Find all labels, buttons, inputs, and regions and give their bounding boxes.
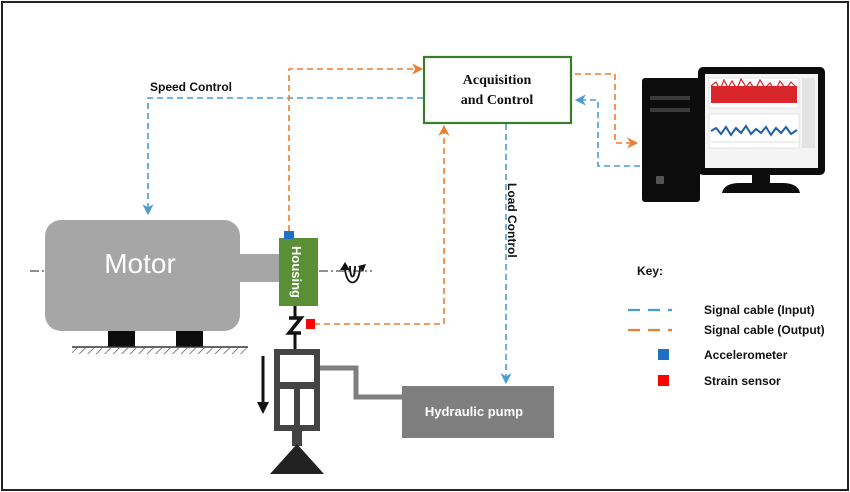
accelerometer-sensor (284, 231, 294, 239)
hydraulic-pipe (320, 365, 402, 400)
legend-label-accelerometer: Accelerometer (704, 348, 788, 362)
acquisition-label-line1: Acquisition (463, 73, 532, 88)
input-cables (142, 94, 640, 385)
computer-to-control-cable (574, 94, 640, 167)
strain-sensor-cable (314, 124, 450, 325)
output-cables (288, 63, 639, 325)
legend-label-input: Signal cable (Input) (704, 303, 815, 317)
legend-label-output: Signal cable (Output) (704, 323, 825, 337)
legend: Key: Signal cable (Input) Signal cable (… (628, 264, 825, 388)
legend-item-accelerometer: Accelerometer (658, 348, 788, 362)
legend-item-output: Signal cable (Output) (628, 323, 825, 337)
control-to-computer-cable (575, 73, 639, 149)
red-square-icon (658, 375, 669, 386)
ground-hatch-icon (72, 346, 248, 354)
strain-sensor (306, 319, 315, 329)
down-arrow-icon (257, 356, 269, 414)
rotation-arrow-icon (340, 262, 366, 284)
acquisition-control-box: Acquisition and Control (422, 55, 573, 125)
legend-label-strain: Strain sensor (704, 374, 781, 388)
load-control-label: Load Control (505, 183, 519, 258)
speed-control-label: Speed Control (150, 80, 232, 94)
motor-label: Motor (104, 248, 176, 279)
legend-item-input: Signal cable (Input) (628, 303, 815, 317)
housing: Housing (279, 238, 318, 306)
accelerometer-cable (288, 63, 424, 231)
support-base (270, 428, 324, 474)
computer-icon (642, 67, 825, 202)
acquisition-label-line2: and Control (461, 93, 534, 108)
housing-label: Housing (289, 246, 304, 298)
legend-title: Key: (637, 264, 663, 278)
hydraulic-pump-label: Hydraulic pump (425, 404, 523, 419)
blue-square-icon (658, 349, 669, 360)
hydraulic-cylinder (274, 349, 320, 431)
motor: Motor (45, 220, 280, 347)
speed-control-cable (142, 97, 423, 216)
hydraulic-pump: Hydraulic pump (402, 386, 554, 438)
legend-item-strain: Strain sensor (658, 374, 781, 388)
